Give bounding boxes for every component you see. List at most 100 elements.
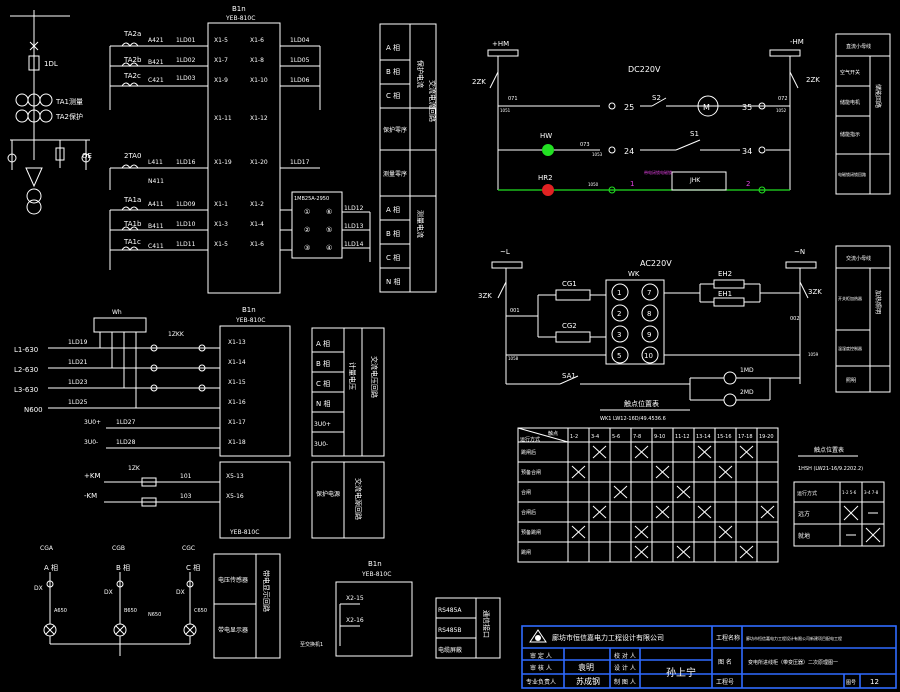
- eh2-label: EH2: [718, 270, 732, 278]
- ac-n: ~N: [794, 248, 805, 256]
- st-mark-x: [571, 525, 586, 539]
- st-header-cell: 11-12: [675, 434, 690, 440]
- live-display-section: CGA CGB CGC A 相 B 相 C 相 DX DX DX A650 B6…: [34, 545, 281, 659]
- top-wire-b: 1LD02: [176, 57, 196, 64]
- bottom-term-b: B411: [148, 223, 164, 230]
- st-mark-x: [718, 525, 733, 539]
- comm-section: B1n YEB-810C X2-15 X2-16 至交换机1 RS485A RS…: [300, 560, 501, 659]
- dc-wire-1: 101: [180, 473, 192, 480]
- st-mark-x: [676, 485, 691, 499]
- drawing-label: 图 名: [718, 658, 732, 666]
- vx-5: X1-17: [228, 419, 246, 426]
- ac-voltage: AC220V: [640, 259, 672, 268]
- ct-row-9: N 相: [386, 277, 400, 286]
- node-1050: 1050: [588, 182, 599, 187]
- top-out-b: 1LD05: [290, 57, 310, 64]
- reviewed-label: 审 定 人: [530, 652, 552, 660]
- ct-row-6: A 相: [386, 205, 400, 214]
- st-mark-x: [655, 505, 670, 519]
- sm-header-cell: 1-2 5-6: [842, 490, 857, 495]
- rt2-col: 加热照明: [874, 290, 882, 314]
- comm-device-model: YEB-810C: [361, 571, 391, 578]
- ac-node-1059: 1059: [808, 352, 819, 357]
- st-mark-x: [655, 465, 670, 479]
- lamp-1md: 1MD: [740, 367, 754, 374]
- st-mark-x: [739, 445, 754, 459]
- st-header-cell: 1-2: [570, 434, 578, 440]
- wk-5: 5: [617, 352, 621, 360]
- st-header-cell: 3-4: [591, 434, 599, 440]
- rt1-row-2: 储能电机: [840, 99, 860, 106]
- wire-c650: C650: [194, 608, 207, 614]
- phase-2: B 相: [116, 563, 130, 572]
- cg2-label: CG2: [562, 322, 577, 330]
- wk-1: 1: [617, 289, 621, 297]
- st-mark-x: [571, 465, 586, 479]
- top-x-right-a: X1-6: [250, 37, 264, 44]
- aux-num-4: ④: [326, 244, 332, 252]
- ct-side-table: A 相 B 相 C 相 保护零序 测量零序 A 相 B 相 C 相 N 相 保护…: [379, 23, 437, 293]
- comm-title: 通信接口: [482, 610, 491, 638]
- project-label: 工程名称: [716, 634, 740, 642]
- ac-breaker-r: 3ZK: [808, 288, 822, 296]
- box-title: 带电显示回路: [262, 570, 271, 612]
- designer-label: 设 计 人: [614, 664, 636, 672]
- dc-plus: +KM: [84, 472, 101, 480]
- top-ct-c: TA2c: [123, 72, 141, 80]
- st-mark-x: [613, 485, 628, 499]
- voltage-section: Wh L1-630 L2-630 L3-630 N600 1LD19 1LD21…: [14, 306, 385, 457]
- vx-2: X1-14: [228, 359, 246, 366]
- st-mark-x: [592, 445, 607, 459]
- relay-label: JHK: [689, 177, 701, 184]
- vx-6: X1-18: [228, 439, 246, 446]
- st-mark-x: [634, 525, 649, 539]
- hw-label: HW: [540, 132, 552, 140]
- zero-term-n: N411: [148, 178, 164, 185]
- sm-header-cell: 运行方式: [797, 490, 817, 497]
- st-mark-x: [739, 545, 754, 559]
- extra-2: 3U0-: [84, 439, 98, 446]
- v-row-6: 3U0-: [314, 441, 328, 448]
- comm-row-3: 电缆屏蔽: [438, 646, 462, 654]
- company-logo-icon: [529, 629, 547, 643]
- wk-label: WK: [628, 270, 640, 278]
- st-row-label: 预备跳闸: [521, 529, 541, 536]
- bottom-x-right-a: X1-2: [250, 201, 264, 208]
- st-header-cell: 9-10: [654, 434, 665, 440]
- dx-2: DX: [104, 589, 113, 596]
- aux-num-5: ⑤: [326, 226, 332, 234]
- st-mark-x: [718, 465, 733, 479]
- earth-switch-label: QE: [82, 152, 92, 160]
- dc-x-2: X5-16: [226, 493, 244, 500]
- st-header-cell: 15-16: [717, 434, 732, 440]
- breaker-label: 1DL: [44, 60, 58, 68]
- phase-1: A 相: [44, 563, 58, 572]
- ct-measure-label: TA1测量: [55, 98, 83, 106]
- dc-control-section: +HM -HM DC220V 2ZK 2ZK 071 072 1051 1052…: [472, 38, 820, 196]
- top-wire-a: 1LD01: [176, 37, 196, 44]
- voltage-switch: 1ZKK: [168, 331, 185, 338]
- sm-mark-x: [865, 527, 881, 543]
- dc-minus: -KM: [84, 492, 97, 500]
- top-x-left-b: X1-7: [214, 57, 228, 64]
- aux-num-1: ①: [304, 208, 310, 216]
- voltage-device-model: YEB-810C: [235, 317, 265, 324]
- lamp-1: CGA: [40, 545, 54, 552]
- comm-device-name: B1n: [368, 560, 382, 568]
- bottom-x-left-c: X1-5: [214, 241, 228, 248]
- sheet-label: 图号: [846, 680, 856, 686]
- zero-x-left: X1-19: [214, 159, 232, 166]
- bottom-ct-c: TA1c: [123, 238, 141, 246]
- lamp-2: CGB: [112, 545, 125, 552]
- v-row-3: C 相: [316, 379, 330, 388]
- signature-3: 孙上宁: [666, 666, 696, 679]
- ac-node-1058: 1058: [508, 356, 519, 361]
- ct-row-5: 测量零序: [383, 170, 407, 178]
- transformer-icon: [26, 188, 42, 215]
- rt2-row-1: 开关柜加热器: [838, 295, 862, 301]
- dx-3: DX: [176, 589, 185, 596]
- right-table-1: 直流小母线 空气开关 储能电机 储能指示 电磁锁闭锁回路 储能回路: [835, 33, 891, 195]
